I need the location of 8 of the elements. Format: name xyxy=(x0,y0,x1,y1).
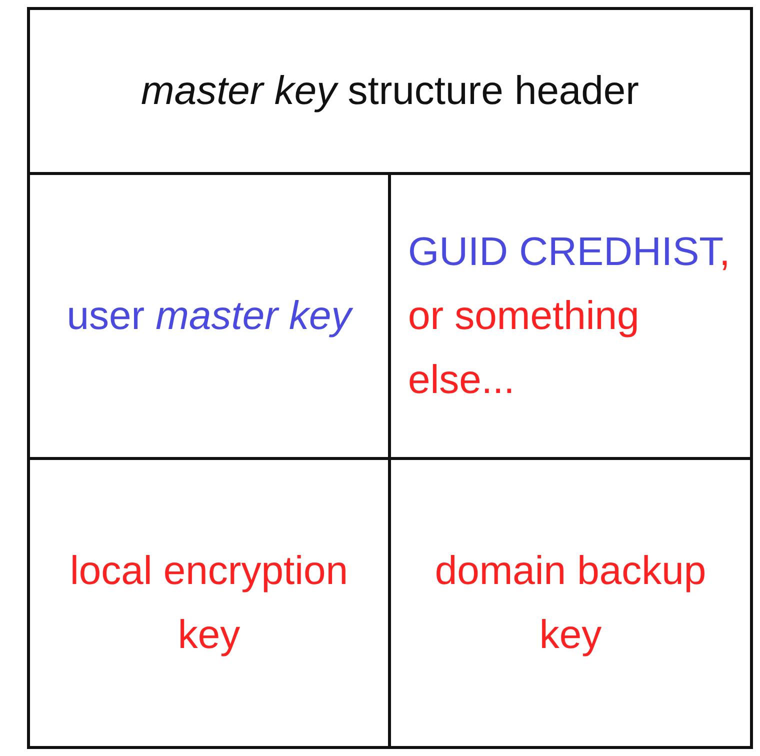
table-cell xyxy=(388,457,753,749)
cell-text: GUID CREDHIST, or something else... xyxy=(408,229,732,404)
cell-text: local encryption key xyxy=(69,548,349,659)
header-cell xyxy=(27,7,753,175)
cell-text: user master key xyxy=(66,293,352,340)
cell-text: domain backup key xyxy=(434,548,708,659)
cell-text: master key structure header xyxy=(141,68,639,115)
table-cell xyxy=(27,457,391,749)
